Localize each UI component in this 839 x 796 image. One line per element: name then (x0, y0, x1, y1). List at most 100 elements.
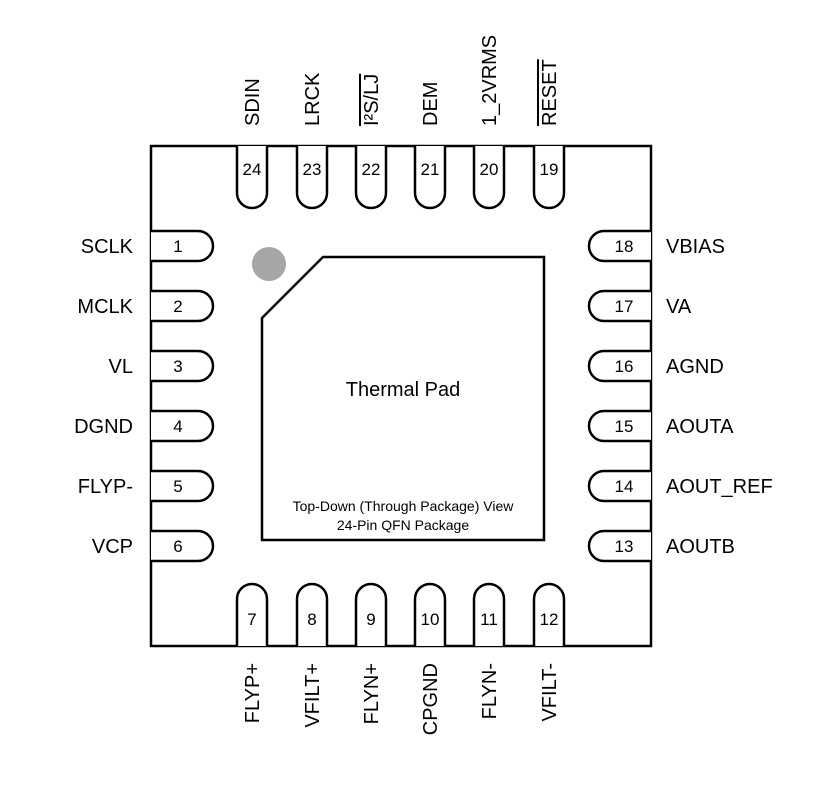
pin-number: 16 (615, 357, 634, 376)
pin-19-reset: 19 (532, 146, 566, 210)
pin-number: 3 (173, 357, 182, 376)
pin-2-mclk: 2 (151, 289, 215, 323)
pin-pad (587, 289, 651, 323)
thermal-pad (260, 255, 546, 542)
pin-15-aouta: 15 (587, 409, 651, 443)
pin-12-vfilt: 12 (532, 582, 566, 646)
pin-number: 1 (173, 237, 182, 256)
pin-label-dem: DEM (420, 82, 442, 126)
pin-label-i-s-lj: I²S/LJ (361, 74, 383, 126)
pin-label-sclk: SCLK (81, 236, 134, 258)
pin-label-lrck: LRCK (302, 72, 324, 126)
pin-label-dgnd: DGND (74, 416, 133, 438)
pin-pad (235, 582, 269, 646)
pin-label-agnd: AGND (666, 356, 724, 378)
pin-pad (151, 529, 215, 563)
pin-22-i-s-lj: 22 (354, 146, 388, 210)
pin-label-1-2vrms: 1_2VRMS (479, 35, 501, 126)
package-type-note: 24-Pin QFN Package (337, 517, 469, 533)
pin-number: 13 (615, 537, 634, 556)
pin-number: 12 (540, 610, 559, 629)
pin-4-dgnd: 4 (151, 409, 215, 443)
pin-pad (413, 582, 447, 646)
pin-3-vl: 3 (151, 349, 215, 383)
pin-pad (413, 146, 447, 210)
pin-pad (151, 229, 215, 263)
pin-label-sdin: SDIN (242, 78, 264, 126)
pin-pad (587, 349, 651, 383)
pin-number: 15 (615, 417, 634, 436)
thermal-pad-title: Thermal Pad (346, 379, 461, 401)
pin-9-flyn: 9 (354, 582, 388, 646)
pin-14-aout-ref: 14 (587, 469, 651, 503)
pin-label-flyp: FLYP+ (242, 663, 264, 723)
pin-label-aouta: AOUTA (666, 416, 734, 438)
pin-number: 2 (173, 297, 182, 316)
pin-18-vbias: 18 (587, 229, 651, 263)
pin-label-vbias: VBIAS (666, 236, 725, 258)
pin-pad (587, 409, 651, 443)
pin-6-vcp: 6 (151, 529, 215, 563)
pin-number: 8 (307, 610, 316, 629)
pin-number: 17 (615, 297, 634, 316)
pin-7-flyp: 7 (235, 582, 269, 646)
pin-label-flyp: FLYP- (78, 476, 133, 498)
pin-label-flyn: FLYN- (479, 663, 501, 719)
pin1-marker-dot (252, 247, 286, 281)
pin-number: 22 (362, 160, 381, 179)
pin-number: 5 (173, 477, 182, 496)
pin-label-vcp: VCP (92, 536, 133, 558)
labels-layer: SCLKMCLKVLDGNDFLYP-VCPFLYP+VFILT+FLYN+CP… (74, 35, 773, 735)
pin-pad (532, 582, 566, 646)
pin-number: 24 (243, 160, 262, 179)
pin-24-sdin: 24 (235, 146, 269, 210)
pin-label-vfilt: VFILT- (539, 663, 561, 722)
pin-pad (587, 529, 651, 563)
pin-label-reset: RESET (539, 59, 561, 126)
pin-pad (295, 582, 329, 646)
pin-label-mclk: MCLK (77, 296, 133, 318)
pin-number: 14 (615, 477, 634, 496)
pin-number: 11 (480, 610, 498, 629)
pin-pad (151, 289, 215, 323)
pin-number: 7 (247, 610, 256, 629)
pin-number: 10 (421, 610, 440, 629)
pin-number: 23 (303, 160, 322, 179)
pin-11-flyn: 11 (472, 582, 506, 646)
pin-number: 6 (173, 537, 182, 556)
pin-17-va: 17 (587, 289, 651, 323)
pin-number: 18 (615, 237, 634, 256)
pin-number: 21 (421, 160, 440, 179)
pin-label-vfilt: VFILT+ (302, 663, 324, 728)
pin-10-cpgnd: 10 (413, 582, 447, 646)
pin-number: 9 (366, 610, 375, 629)
pin-13-aoutb: 13 (587, 529, 651, 563)
pin-pad (151, 349, 215, 383)
pin-21-dem: 21 (413, 146, 447, 210)
pin-pad (151, 409, 215, 443)
pin-pad (354, 146, 388, 210)
pin-number: 4 (173, 417, 182, 436)
pin-pad (472, 146, 506, 210)
pin-label-cpgnd: CPGND (420, 663, 442, 735)
pin-23-lrck: 23 (295, 146, 329, 210)
pin-pad (532, 146, 566, 210)
pin-label-va: VA (666, 296, 692, 318)
pin-pad (354, 582, 388, 646)
pin-pad (587, 469, 651, 503)
pin-pad (472, 582, 506, 646)
pin-label-flyn: FLYN+ (361, 663, 383, 724)
pin-5-flyp: 5 (151, 469, 215, 503)
pin-pad (295, 146, 329, 210)
pin-pad (235, 146, 269, 210)
package-view-note: Top-Down (Through Package) View (293, 498, 515, 514)
pin-8-vfilt: 8 (295, 582, 329, 646)
pin-pad (587, 229, 651, 263)
pin-pad (151, 469, 215, 503)
pin-16-agnd: 16 (587, 349, 651, 383)
pin-20-1-2vrms: 20 (472, 146, 506, 210)
pin-label-aoutb: AOUTB (666, 536, 735, 558)
pin-label-aout-ref: AOUT_REF (666, 476, 773, 498)
